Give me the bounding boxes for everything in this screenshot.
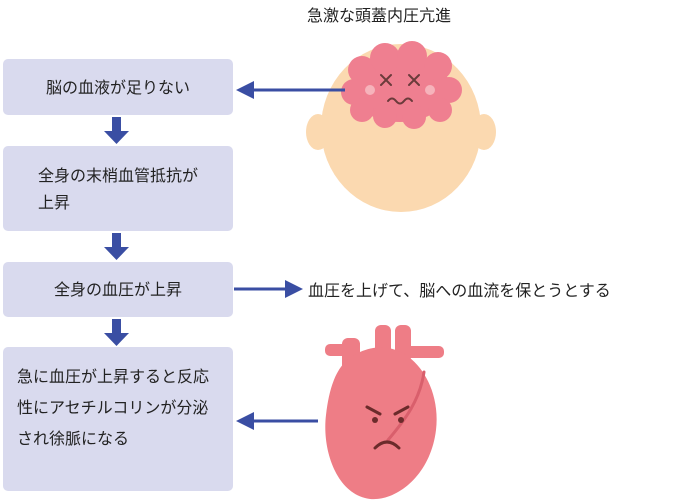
- head-with-brain-icon: [306, 41, 496, 212]
- arrow-down-2: [104, 233, 129, 260]
- head-caption: 急激な頭蓋内圧亢進: [307, 6, 452, 25]
- step-box-1: 脳の血液が足りない: [3, 59, 233, 115]
- step-4-text: 急に血圧が上昇すると反応性にアセチルコリンが分泌され徐脈になる: [17, 367, 210, 448]
- arrow-left-from-head: [236, 81, 345, 99]
- arrow-down-3: [104, 319, 129, 346]
- step-2-line-2: 上昇: [37, 192, 70, 212]
- step-2-line-1: 全身の末梢血管抵抗が: [37, 165, 198, 185]
- angry-heart-icon: [325, 325, 444, 500]
- step-2-text: 全身の末梢血管抵抗が 上昇: [38, 162, 198, 216]
- down-arrows: [104, 117, 129, 346]
- step-box-3: 全身の血圧が上昇: [3, 262, 233, 317]
- step-box-4: 急に血圧が上昇すると反応性にアセチルコリンが分泌され徐脈になる: [3, 347, 233, 491]
- arrow-down-1: [104, 117, 129, 144]
- arrow-right-to-caption: [234, 280, 303, 298]
- step-3-text: 全身の血圧が上昇: [53, 280, 182, 299]
- blood-flow-caption: 血圧を上げて、脳への血流を保とうとする: [308, 281, 611, 300]
- step-box-2: 全身の末梢血管抵抗が 上昇: [3, 146, 233, 231]
- arrow-left-from-heart: [236, 412, 318, 430]
- step-1-text: 脳の血液が足りない: [45, 77, 190, 97]
